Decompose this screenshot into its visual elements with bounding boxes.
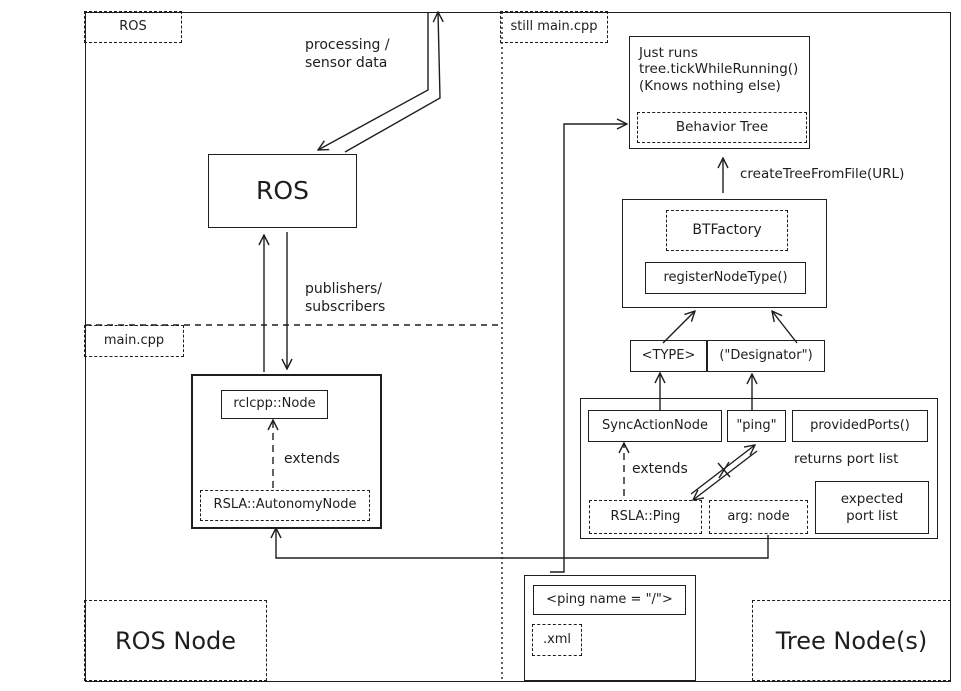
bt-factory-box: BTFactory <box>666 210 788 251</box>
returns-port-list-label: returns port list <box>794 451 899 467</box>
publishers-subscribers-label: publishers/ subscribers <box>305 281 386 315</box>
processing-arrow-down <box>318 12 429 150</box>
cross-arrow-b <box>693 450 758 500</box>
processing-arrow-up <box>344 12 440 153</box>
rclcpp-node-box: rclcpp::Node <box>221 390 328 419</box>
type-to-factory-arrow <box>662 311 695 344</box>
designator-param-box: ("Designator") <box>707 340 825 372</box>
ros-box: ROS <box>208 154 357 228</box>
cross-mark-2 <box>718 461 730 479</box>
extends-label-tree: extends <box>632 461 688 477</box>
designator-to-factory-arrow <box>772 311 798 344</box>
ros-node-section-label: ROS Node <box>84 600 267 681</box>
ros-section-tag: ROS <box>84 11 182 43</box>
type-param-box: <TYPE> <box>630 340 707 372</box>
main-cpp-section-tag: main.cpp <box>84 325 184 357</box>
xml-file-container <box>524 575 696 681</box>
bt-factory-container <box>622 199 827 308</box>
ping-string-box: "ping" <box>727 410 786 442</box>
extends-label-ros: extends <box>284 451 340 467</box>
provided-ports-box: providedPorts() <box>792 410 928 442</box>
rsla-autonomy-node-box: RSLA::AutonomyNode <box>200 490 370 521</box>
arg-node-box: arg: node <box>709 500 808 534</box>
autonomy-node-container <box>191 374 382 529</box>
xml-extension-box: .xml <box>532 624 582 656</box>
processing-sensor-data-label: processing / sensor data <box>305 37 390 71</box>
tree-node-container <box>580 398 938 539</box>
just-runs-text: Just runs tree.tickWhileRunning() (Knows… <box>639 45 799 94</box>
diagram-frame <box>85 12 951 682</box>
xml-ping-tag-box: <ping name = "/"> <box>533 585 686 615</box>
xml-to-tree-link <box>550 124 627 573</box>
tree-runner-box <box>629 36 810 149</box>
still-main-section-tag: still main.cpp <box>500 11 608 43</box>
arg-node-link <box>276 528 769 559</box>
sync-action-node-box: SyncActionNode <box>588 410 722 442</box>
create-tree-from-file-label: createTreeFromFile(URL) <box>740 166 905 182</box>
register-node-type-box: registerNodeType() <box>645 262 806 294</box>
rsla-ping-box: RSLA::Ping <box>589 500 702 534</box>
behavior-tree-box: Behavior Tree <box>637 112 807 143</box>
tree-nodes-section-label: Tree Node(s) <box>752 600 951 681</box>
expected-port-list-box: expected port list <box>815 481 929 534</box>
